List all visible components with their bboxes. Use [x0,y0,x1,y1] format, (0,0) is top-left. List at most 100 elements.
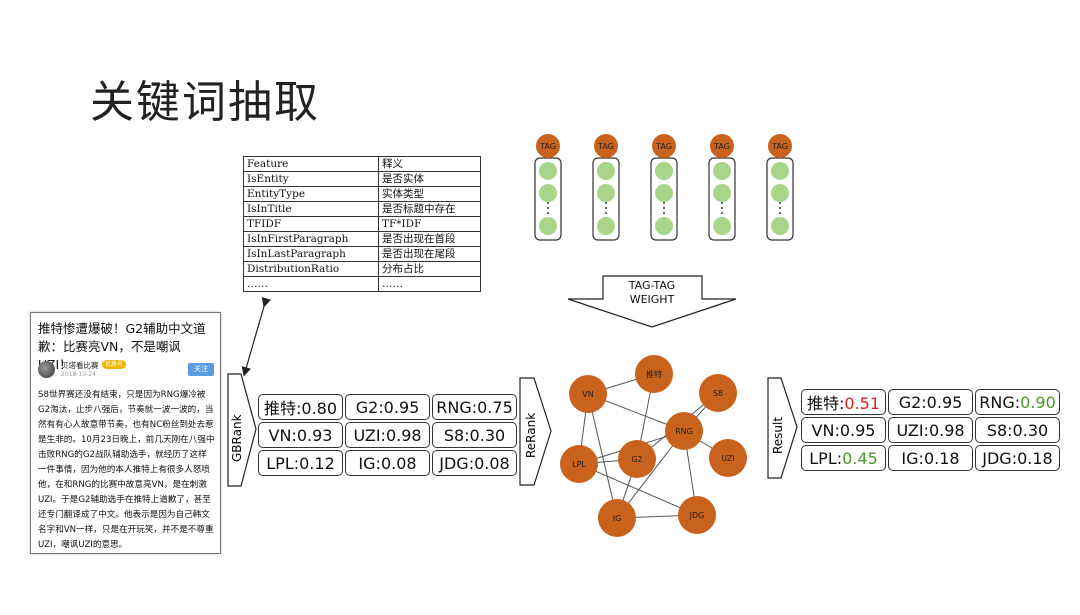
keyword-term: IG [358,453,376,473]
ellipsis-dot [605,202,607,204]
keyword-score: 0.08 [474,453,510,473]
keyword-separator: : [836,448,843,468]
tag-column: TAG [650,134,678,241]
ellipsis-dot [547,202,549,204]
graph-node: G2 [618,440,656,478]
graph-node-circle [678,496,716,534]
keyword-score: 0.98 [928,420,965,440]
graph-node-label: VN [582,390,593,399]
keyword-cell: UZI:0.98 [888,417,973,443]
keyword-separator: : [1007,420,1013,440]
tag-dot [539,162,557,180]
graph-node-circle [699,374,737,412]
graph-node-circle [665,412,703,450]
graph-node: UZI [709,439,747,477]
slide-title: 关键词抽取 [90,77,320,128]
feature-name: …… [243,276,379,292]
gbrank-arrow [227,373,257,487]
keyword-cell: RNG:0.75 [432,394,517,420]
keyword-score: 0.18 [923,448,960,468]
keyword-term: JDG [982,448,1012,468]
graph-node-label: G2 [631,455,642,464]
tag-node [768,134,792,158]
keyword-cell: S8:0.30 [432,422,517,448]
tag-dot [713,217,731,235]
result-label: Result [771,417,785,454]
keyword-score: 0.30 [1012,420,1049,440]
keyword-separator: : [378,397,384,417]
follow-button[interactable]: 关注 [188,363,214,376]
graph-node-label: 推特 [646,369,662,379]
author-badge: 优质号 [102,360,127,369]
tag-node-label: TAG [771,142,788,151]
ellipsis-dot [721,207,723,209]
graph-edge [578,463,698,516]
graph-node-circle [569,375,607,413]
tag-dot [713,162,731,180]
keyword-score: 0.95 [926,392,963,412]
tag-dot [597,162,615,180]
graph-node: S8 [699,374,737,412]
graph-node: LPL [560,445,598,483]
keyword-cell: G2:0.95 [888,389,973,415]
keyword-term: RNG [979,392,1015,412]
graph-node-label: UZI [721,454,735,463]
tag-node [536,134,560,158]
tag-dot [539,184,557,202]
ellipsis-dot [663,202,665,204]
ellipsis-dot [663,207,665,209]
keyword-term: G2 [355,397,379,417]
keyword-term: 推特 [806,394,839,413]
keyword-score: 0.18 [1017,448,1053,468]
keyword-score: 0.30 [469,425,506,445]
tag-column: TAG [534,134,562,241]
keyword-cell: G2:0.95 [345,394,430,420]
feature-name: EntityType [243,186,379,202]
keyword-separator: : [1014,392,1021,412]
keyword-score: 0.95 [839,420,876,440]
keyword-term: LPL [266,453,294,473]
ellipsis-dot [779,212,781,214]
tag-node-label: TAG [597,142,614,151]
keyword-score: 0.98 [385,425,422,445]
feature-meaning: 是否实体 [378,171,481,187]
ellipsis-dot [605,207,607,209]
graph-node-label: S8 [713,389,723,398]
keyword-separator: : [1011,448,1018,468]
keyword-separator: : [839,394,845,413]
keyword-cell: UZI:0.98 [345,422,430,448]
keyword-separator: : [918,448,924,468]
ellipsis-dot [779,207,781,209]
feature-table-header: Feature 释义 [243,156,481,172]
keyword-cell: 推特:0.80 [258,394,343,420]
keyword-separator: : [375,453,381,473]
tag-dot [655,162,673,180]
keyword-term: LPL [809,448,837,468]
ellipsis-dot [663,212,665,214]
keyword-term: VN [268,425,292,445]
keyword-cell: RNG:0.90 [975,389,1060,415]
author-date: 2018-10-24 [61,371,96,378]
keyword-term: RNG [436,397,472,417]
tag-dot [713,184,731,202]
tag-column: TAG [592,134,620,241]
keyword-term: S8 [986,420,1008,440]
keyword-separator: : [293,453,300,473]
keyword-separator: : [464,425,470,445]
graph-node: JDG [678,496,716,534]
keyword-cell: JDG:0.18 [975,445,1060,471]
avatar [38,361,55,378]
keyword-score: 0.93 [296,425,333,445]
article-body: S8世界赛还没有结束，只是因为RNG爆冷被G2淘汰，止步八强后，节奏就一波一波的… [38,390,215,550]
weight-label-line2: WEIGHT [629,293,675,306]
graph-node-circle [560,445,598,483]
keyword-term: VN [811,420,835,440]
